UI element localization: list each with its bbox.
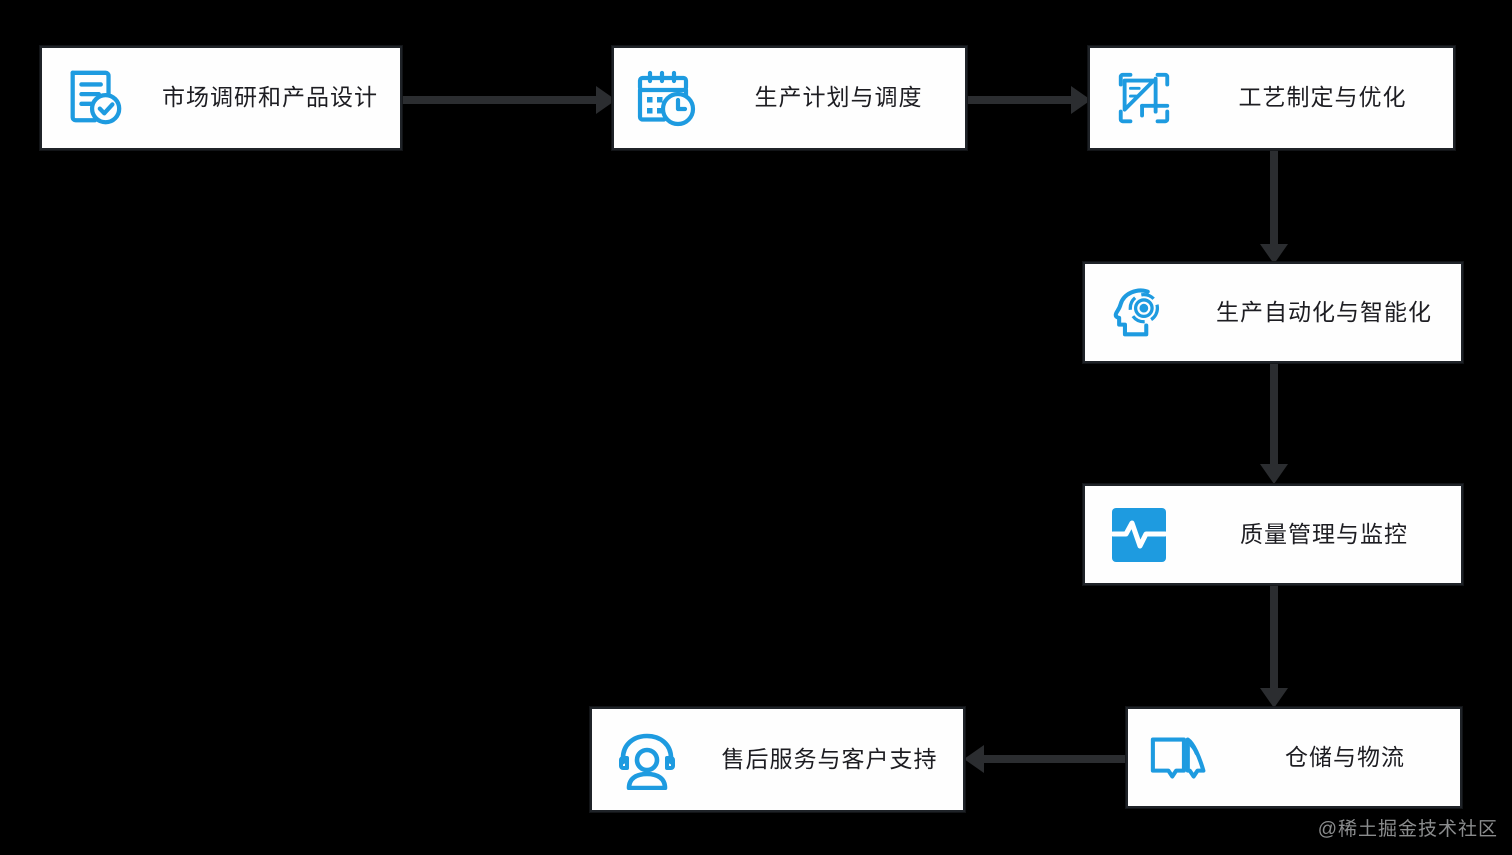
node-label: 工艺制定与优化	[1238, 85, 1407, 111]
node-warehouse-logistics[interactable]: 仓储与物流	[1126, 707, 1462, 808]
node-quality-management[interactable]: 质量管理与监控	[1083, 484, 1463, 585]
node-market-research[interactable]: 市场调研和产品设计	[40, 46, 402, 150]
node-label: 生产计划与调度	[754, 85, 923, 111]
document-check-icon	[42, 67, 146, 129]
node-label: 市场调研和产品设计	[162, 85, 378, 111]
node-process-optimization[interactable]: 工艺制定与优化	[1088, 46, 1455, 150]
connector-market-to-planning	[400, 82, 618, 118]
connector-process-to-automation	[1256, 148, 1296, 266]
node-automation-intelligence[interactable]: 生产自动化与智能化	[1083, 262, 1463, 363]
headset-support-icon	[592, 730, 702, 790]
node-label: 质量管理与监控	[1240, 521, 1408, 547]
node-label: 售后服务与客户支持	[721, 746, 938, 772]
watermark: @稀土掘金技术社区	[1317, 819, 1498, 840]
node-production-planning[interactable]: 生产计划与调度	[612, 46, 967, 150]
node-after-sales-support[interactable]: 售后服务与客户支持	[590, 707, 965, 812]
pulse-monitor-icon	[1085, 503, 1193, 567]
connector-automation-to-quality	[1256, 362, 1296, 486]
connector-planning-to-process	[965, 82, 1093, 118]
connector-warehouse-to-aftersales	[962, 745, 1130, 781]
node-label: 生产自动化与智能化	[1216, 299, 1432, 325]
ai-head-icon	[1085, 282, 1193, 344]
blueprint-ruler-icon	[1090, 67, 1198, 129]
connector-quality-to-warehouse	[1256, 584, 1296, 710]
delivery-truck-icon	[1128, 729, 1236, 787]
calendar-clock-icon	[614, 66, 718, 130]
node-label: 仓储与物流	[1285, 744, 1405, 770]
